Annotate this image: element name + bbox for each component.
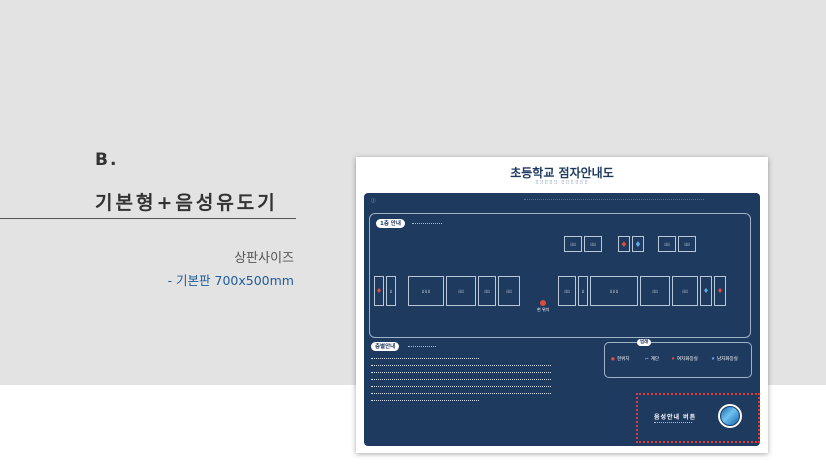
floor-plan: 1층 안내 ⠿⠿ ⠿⠿ ♦ ♦ ⠿⠿ ⠿⠿ ♦ ⠿ ⠿⠿⠿ ⠿⠿ ⠿⠿ ⠿⠿ ⠿… bbox=[369, 213, 751, 338]
room-lower-7: ⠿⠿ bbox=[558, 276, 576, 306]
current-location-icon bbox=[540, 300, 547, 306]
room-lower-8: ⠿ bbox=[578, 276, 588, 306]
info-note-icon: ⓘ bbox=[371, 199, 376, 204]
braille-subtitle: ⠿⠿⠿⠿⠿ ⠿⠿⠿⠿⠿⠿ bbox=[535, 180, 589, 186]
guide-tag: 층별안내 bbox=[371, 342, 400, 351]
braille-board-preview: 초등학교 점자안내도 ⠿⠿⠿⠿⠿ ⠿⠿⠿⠿⠿⠿ ⓘ 1층 안내 ⠿⠿ ⠿⠿ ♦ … bbox=[356, 157, 768, 453]
restroom-male-2-icon: ♦ bbox=[700, 276, 712, 306]
room-lower-3: ⠿⠿⠿ bbox=[408, 276, 444, 306]
restroom-female-2-icon: ♦ bbox=[714, 276, 726, 306]
current-location: 현 위치 bbox=[537, 300, 549, 313]
voice-label: 음성안내 버튼 bbox=[654, 414, 697, 421]
room-lower-11: ⠿⠿ bbox=[672, 276, 698, 306]
legend-tag: 범례 bbox=[637, 339, 652, 346]
room-upper-1: ⠿⠿ bbox=[564, 236, 582, 252]
room-upper-4: ⠿⠿ bbox=[678, 236, 696, 252]
section-divider bbox=[0, 218, 296, 219]
size-label: 상판사이즈 bbox=[234, 251, 294, 266]
board-title: 초등학교 점자안내도 bbox=[510, 166, 614, 180]
legend: 범례 ●현위치 ⌐계단 ♦여자화장실 ♦남자화장실 bbox=[604, 339, 752, 378]
room-lower-9: ⠿⠿⠿ bbox=[590, 276, 638, 306]
board-panel: ⓘ 1층 안내 ⠿⠿ ⠿⠿ ♦ ♦ ⠿⠿ ⠿⠿ ♦ ⠿ ⠿⠿⠿ ⠿⠿ ⠿⠿ ⠿⠿… bbox=[364, 193, 760, 446]
room-lower-5: ⠿⠿ bbox=[478, 276, 496, 306]
voice-braille bbox=[654, 422, 692, 423]
restroom-male-icon: ♦ bbox=[632, 236, 644, 252]
room-lower-1: ♦ bbox=[374, 276, 384, 306]
legend-stairs: ⌐계단 bbox=[645, 356, 660, 363]
restroom-female-icon: ♦ bbox=[618, 236, 630, 252]
section-letter: B. bbox=[95, 150, 119, 170]
current-location-label: 현 위치 bbox=[537, 307, 550, 312]
female-icon: ♦ bbox=[671, 356, 676, 362]
button-face-icon bbox=[720, 406, 740, 426]
legend-current: ●현위치 bbox=[611, 356, 630, 363]
room-lower-4: ⠿⠿ bbox=[446, 276, 476, 306]
room-lower-6: ⠿⠿ bbox=[498, 276, 520, 306]
room-lower-2: ⠿ bbox=[386, 276, 396, 306]
room-upper-3: ⠿⠿ bbox=[658, 236, 676, 252]
room-lower-10: ⠿⠿ bbox=[640, 276, 670, 306]
voice-guide-button[interactable] bbox=[718, 404, 742, 428]
guide-braille-lines bbox=[371, 353, 551, 407]
stairs-icon: ⌐ bbox=[645, 356, 649, 362]
floor-tag: 1층 안내 bbox=[376, 219, 405, 228]
section-title: 기본형+음성유도기 bbox=[95, 192, 278, 214]
floor-braille bbox=[412, 223, 442, 224]
voice-guide-area: 음성안내 버튼 bbox=[636, 393, 760, 443]
legend-female: ♦여자화장실 bbox=[671, 356, 698, 363]
room-upper-2: ⠿⠿ bbox=[584, 236, 602, 252]
braille-note bbox=[524, 199, 704, 200]
size-value: - 기본판 700x500mm bbox=[167, 273, 294, 288]
legend-male: ♦남자화장실 bbox=[711, 356, 738, 363]
male-icon: ♦ bbox=[711, 356, 716, 362]
current-location-icon: ● bbox=[611, 356, 615, 362]
guide-braille bbox=[408, 346, 436, 347]
